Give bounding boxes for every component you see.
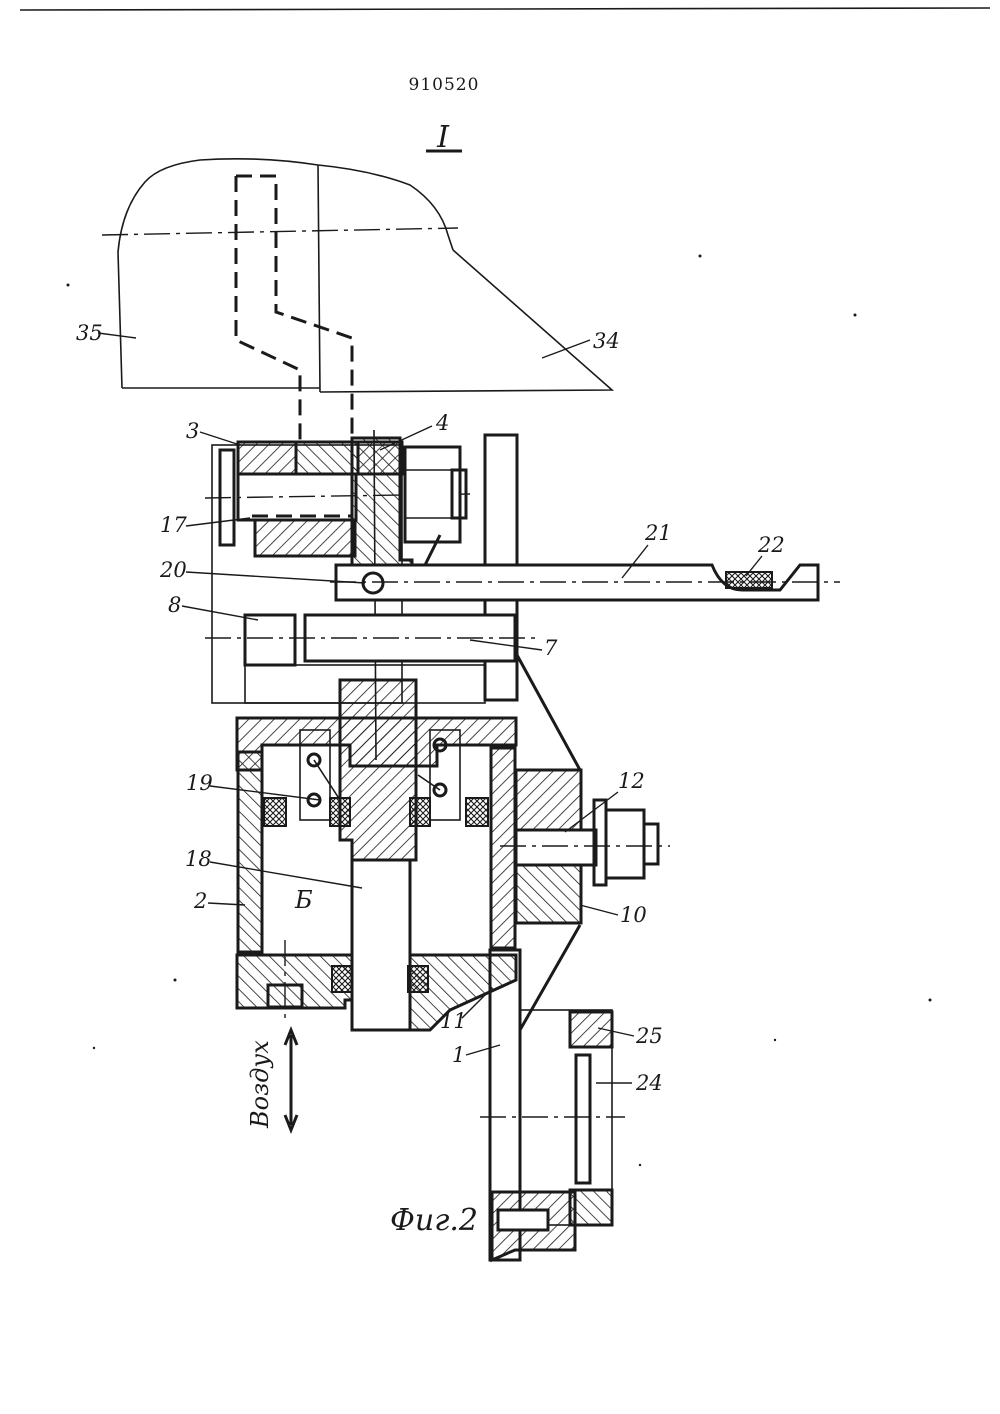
svg-text:17: 17 [160,513,187,537]
seal-right-inner [410,798,430,826]
bracket-3-hatched-right [296,442,358,474]
svg-text:11: 11 [440,1009,467,1033]
support-diagonal-upper [517,655,580,770]
cylinder-wall-left [238,752,262,952]
svg-text:8: 8 [168,593,181,617]
svg-text:19: 19 [186,771,213,795]
svg-text:34: 34 [593,329,620,353]
view-label: I [426,120,462,155]
part-24-inner [576,1055,590,1183]
clamp-screw [498,1210,548,1230]
callout-3: 3 [186,419,240,445]
part-35-centerline [102,228,458,235]
seal-left-outer [264,798,286,826]
part-4-hatched [255,520,355,556]
chamber-label: Б [294,886,313,914]
callout-10: 10 [580,903,647,927]
spring-right [418,775,440,790]
bracket-10-lower [516,865,581,923]
bracket-3-hatched-left [238,442,296,474]
svg-text:10: 10 [620,903,647,927]
callout-18: 18 [185,847,362,888]
svg-text:12: 12 [618,769,645,793]
svg-text:3: 3 [186,419,199,443]
svg-text:2: 2 [193,889,207,913]
air-label: Воздух [246,1040,274,1129]
callout-34: 34 [542,329,620,358]
svg-text:7: 7 [544,636,558,660]
part-34-outline [318,165,612,392]
bracket-10-upper [516,770,581,830]
bolt-12-shank [516,830,596,865]
callout-1: 1 [452,1043,500,1067]
part-35-outline [118,159,453,388]
callout-20: 20 [159,558,365,583]
part-22-insert [726,572,772,588]
nut-12-cap [644,824,658,864]
seal-right-outer [466,798,488,826]
svg-text:22: 22 [757,533,785,557]
lever-hidden-contour-inner [236,176,300,445]
lever-hidden-contour [236,176,352,445]
svg-text:24: 24 [635,1071,663,1095]
piston-rod-18-hatched [340,680,416,860]
seal-bottom-right [408,966,428,992]
sheet-top-border [20,8,990,10]
figure-caption: Фиг.2 [390,1203,478,1238]
callout-24: 24 [596,1071,663,1095]
callout-22: 22 [746,533,785,576]
document-number: 910520 [409,75,480,95]
cylinder-wall-right [491,748,515,948]
seal-left-inner [330,798,350,826]
piston-rod-18 [352,860,410,1030]
air-arrow [285,1030,297,1130]
part-8-block [245,615,295,665]
svg-text:4: 4 [435,411,449,435]
svg-text:20: 20 [159,558,187,582]
svg-text:18: 18 [185,847,212,871]
svg-text:1: 1 [452,1043,465,1067]
seal-bottom-left [332,966,352,992]
svg-text:25: 25 [635,1024,663,1048]
svg-text:21: 21 [644,521,672,545]
nut-12 [606,810,644,878]
callout-35: 35 [76,321,136,345]
